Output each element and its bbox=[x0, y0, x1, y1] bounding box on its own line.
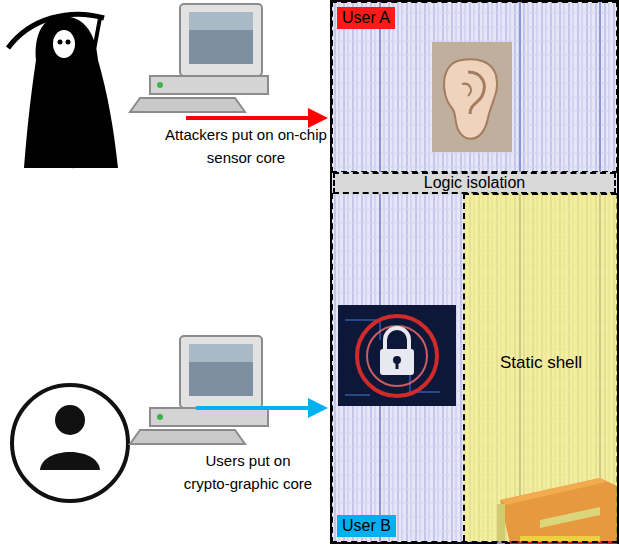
attacker-arrow bbox=[186, 108, 328, 128]
computer bbox=[130, 336, 268, 444]
clock-column bbox=[379, 2, 381, 542]
region-label: Static shell bbox=[500, 353, 582, 373]
lock-picture bbox=[338, 305, 456, 406]
fpga-outline bbox=[331, 1, 618, 543]
caption-text: Attackers put on on-chip sensor core bbox=[161, 123, 331, 169]
floorplan bbox=[331, 1, 618, 543]
region-label: User A bbox=[337, 7, 395, 29]
user-arrow bbox=[196, 398, 328, 418]
caption-text: Users put on crypto-graphic core bbox=[183, 449, 313, 495]
region-label: User B bbox=[337, 515, 396, 537]
region-label: Logic isolation bbox=[424, 174, 525, 192]
ear-picture bbox=[432, 42, 512, 152]
user-icon bbox=[12, 385, 128, 501]
attacker-figure bbox=[8, 14, 118, 168]
isolation-band: Logic isolation bbox=[333, 172, 616, 194]
user-region: User B Static shell bbox=[331, 193, 618, 543]
static-region: Static shell bbox=[463, 193, 617, 541]
user-region: User A bbox=[331, 1, 618, 173]
computer bbox=[130, 4, 268, 112]
